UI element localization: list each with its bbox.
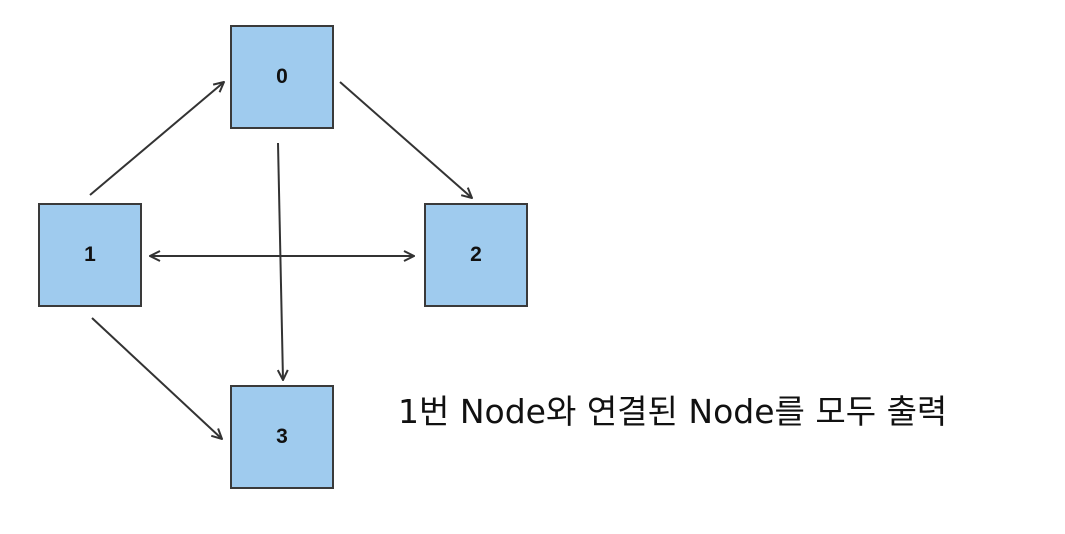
caption-text: 1번 Node와 연결된 Node를 모두 출력	[398, 392, 948, 431]
node-label: 1	[84, 243, 96, 266]
node-label: 3	[276, 425, 288, 448]
edge-0-to-2	[339, 81, 472, 198]
node-0: 0	[230, 25, 334, 129]
edge-1-to-3	[91, 317, 222, 439]
node-label: 0	[276, 65, 288, 88]
node-label: 2	[470, 243, 482, 266]
edge-0-to-3	[278, 142, 283, 380]
node-2: 2	[424, 203, 528, 307]
node-1: 1	[38, 203, 142, 307]
edge-1-to-0	[89, 82, 224, 196]
node-3: 3	[230, 385, 334, 489]
